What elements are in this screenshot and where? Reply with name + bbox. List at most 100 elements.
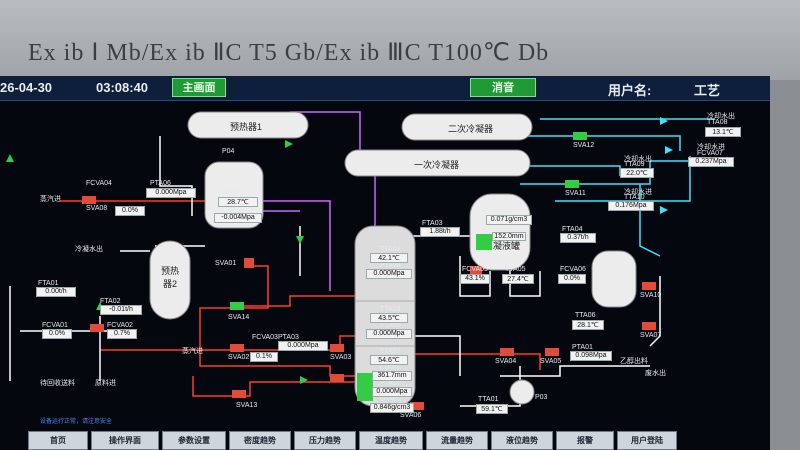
tag-TTA02: TTA02 [380, 348, 401, 355]
tag-TTA04: TTA04 [380, 246, 401, 253]
reading-PTA04: 0.000Mpa [366, 269, 412, 279]
tag-TTA07: TTA07 [222, 190, 243, 197]
user-label: 用户名: [608, 83, 652, 98]
nav-operation[interactable]: 操作界面 [91, 431, 159, 450]
reading-PTA06: 0.000Mpa [146, 188, 196, 198]
tag-LTA02: LTA02 [492, 226, 512, 233]
reading-TTA09: 22.0℃ [620, 168, 654, 178]
primary-condenser-label: 一次冷凝器 [414, 160, 460, 170]
tag-SVA10: SVA10 [640, 292, 662, 299]
tag-SVA04: SVA04 [495, 358, 517, 365]
reading-TTA05: 27.4℃ [502, 274, 534, 284]
waste-out-label: 废水出 [645, 370, 666, 377]
reading-FTA02: -0.01t/h [100, 305, 142, 315]
tag-FTA01: FTA01 [38, 280, 59, 287]
reading-FCVA03: 0.1% [250, 352, 278, 362]
nav-user-login[interactable]: 用户登陆 [617, 431, 677, 450]
tag-PTA04: PTA04 [380, 262, 401, 269]
steam-pipes [60, 200, 541, 397]
nav-home[interactable]: 首页 [28, 431, 88, 450]
tag-SVA05: SVA05 [540, 358, 562, 365]
pump-label: P03 [535, 394, 548, 401]
cooling-water-out-label: 冷却水出 [624, 156, 652, 163]
secondary-condenser-label: 二次冷凝器 [448, 124, 494, 134]
tag-FCVA06: FCVA06 [560, 266, 586, 273]
recovery-label: 待回收送料 [40, 380, 75, 387]
reading-FTA01: 0.00t/h [36, 287, 76, 297]
nav-level-trend[interactable]: 液位趋势 [491, 431, 553, 450]
tag-SVA08: SVA08 [86, 205, 108, 212]
reading-PTA03: 0.000Mpa [278, 341, 328, 351]
tag-P04: P04 [222, 148, 235, 155]
steam-in-2-label: 蒸汽进 [182, 348, 203, 355]
nav-density-trend[interactable]: 密度趋势 [229, 431, 291, 450]
reading-PTA02: 0.000Mpa [372, 387, 412, 397]
tag-TTA01: TTA01 [478, 396, 499, 403]
reading-FTA04: 0.37t/h [560, 233, 596, 243]
nav-flow-trend[interactable]: 流量趋势 [426, 431, 488, 450]
reading-DTA02: 0.071g/cm3 [486, 215, 532, 225]
main-screen-button[interactable]: 主画面 [172, 78, 226, 97]
tag-TTA03: TTA03 [380, 306, 401, 313]
tag-FTA03: FTA03 [422, 220, 443, 227]
tag-SVA01: SVA01 [215, 260, 237, 267]
reading-PTA07: -0.004Mpa [214, 213, 262, 223]
nav-temperature-trend[interactable]: 温度趋势 [359, 431, 423, 450]
reading-LTA01: 361.7mm [372, 371, 412, 381]
valve-markers [82, 132, 656, 410]
tag-SVA12: SVA12 [573, 142, 595, 149]
feed-in-label: 原料进 [95, 380, 116, 387]
nav-pressure-trend[interactable]: 压力趋势 [294, 431, 356, 450]
reading-TTA04: 42.1℃ [370, 253, 408, 263]
tag-FCVA05: FCVA05 [462, 266, 488, 273]
steam-in-label: 蒸汽进 [40, 196, 61, 203]
reading-TTA08: 13.1℃ [705, 127, 741, 137]
tag-DTA02: DTA02 [492, 208, 514, 215]
reading-FTA03: 1.88t/h [420, 227, 460, 237]
reading-PTA05: 0.000Mpa [366, 329, 412, 339]
reading-PTA01: 0.098Mpa [570, 351, 612, 361]
tag-FCVA01: FCVA01 [42, 322, 68, 329]
mute-button[interactable]: 消音 [470, 78, 536, 97]
tag-PTA06: PTA06 [150, 180, 171, 187]
condensate-water-out-label: 冷凝水出 [75, 246, 103, 253]
nav-alarm[interactable]: 报警 [556, 431, 614, 450]
ethanol-out-label: 乙醇出料 [620, 358, 648, 365]
tag-LTA01: LTA01 [380, 364, 400, 371]
preheater2-label: 预热器2 [160, 266, 179, 289]
reading-FCVA07: 0.237Mpa [688, 157, 734, 167]
reading-LTA02: 152.0mm [492, 232, 526, 241]
nav-parameter-settings[interactable]: 参数设置 [162, 431, 226, 450]
reading-TTA10: 0.176Mpa [608, 201, 654, 211]
tag-FCVA04: FCVA04 [86, 180, 112, 187]
ex-marking: Ex ib Ⅰ Mb/Ex ib ⅡC T5 Gb/Ex ib ⅢC T100℃… [28, 40, 550, 66]
tag-PTA02: PTA02 [380, 380, 401, 387]
tag-TTA05: TTA05 [505, 266, 526, 273]
reading-TTA02: 54.6℃ [370, 355, 408, 365]
reading-TTA03: 43.5℃ [370, 313, 408, 323]
hmi-screen: 26-04-30 03:08:40 主画面 消音 用户名: 工艺 [0, 76, 770, 450]
tag-PTA01: PTA01 [572, 344, 593, 351]
tag-SVA11: SVA11 [565, 190, 586, 197]
tag-TTA09: TTA09 [624, 161, 645, 168]
reading-TTA01: 59.1℃ [476, 404, 508, 414]
tag-FCVA03: FCVA03 [252, 334, 278, 341]
bottom-nav: 首页 操作界面 参数设置 密度趋势 压力趋势 温度趋势 流量趋势 液位趋势 报警… [28, 431, 677, 450]
condensate-tank-label: 凝液罐 [493, 241, 521, 251]
tag-SVA03: SVA03 [330, 354, 352, 361]
tag-FCVA07: FCVA07 [697, 150, 723, 157]
top-bar: 26-04-30 03:08:40 主画面 消音 用户名: 工艺 [0, 76, 770, 101]
tag-SVA14: SVA14 [228, 314, 250, 321]
reading-FCVA06: 0.0% [558, 274, 586, 284]
tag-TTA06: TTA06 [575, 312, 596, 319]
preheater1-label: 预热器1 [230, 122, 263, 132]
tag-TTA08: TTA08 [707, 119, 728, 126]
reading-FCVA01: 0.0% [42, 329, 72, 339]
cooling-arrows [660, 117, 673, 214]
reading-FCVA04: 0.0% [115, 206, 145, 216]
reading-TTA06: 28.1℃ [572, 320, 604, 330]
tag-SVA13: SVA13 [236, 402, 258, 409]
reading-FCVA05: 43.1% [460, 274, 490, 284]
cooling-water-top-out-label: 冷却水出 [707, 113, 735, 120]
tag-PTA07: PTA07 [222, 206, 243, 213]
